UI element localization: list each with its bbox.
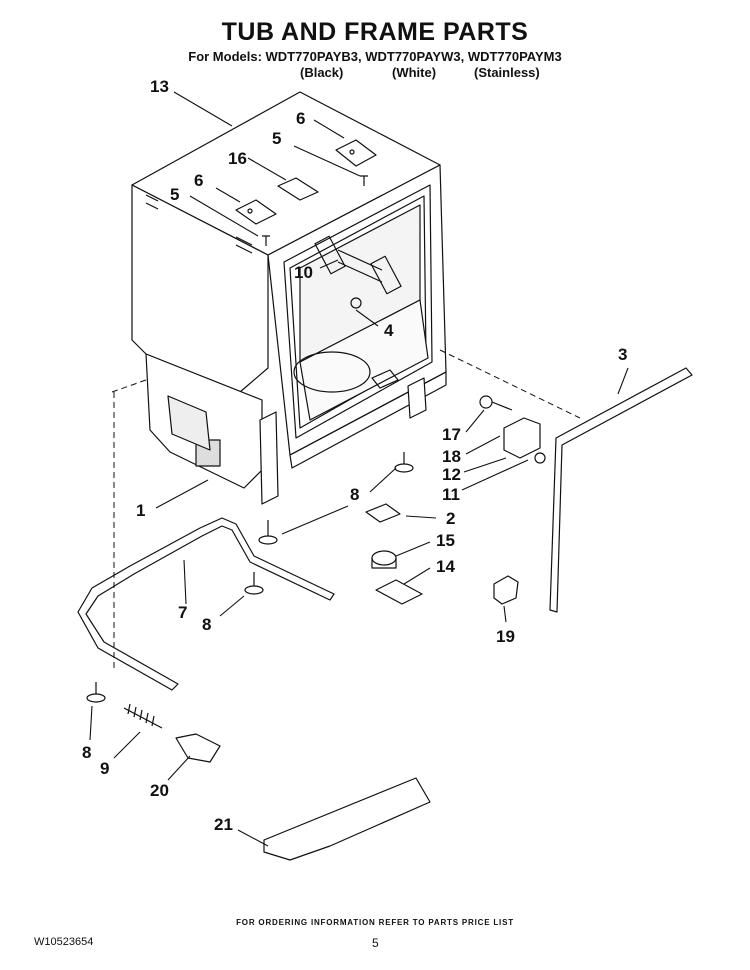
callout-8c: 8	[82, 743, 91, 762]
callout-9: 9	[100, 759, 109, 778]
callout-6b: 6	[194, 171, 203, 190]
tub-assembly	[131, 91, 447, 505]
callout-16: 16	[228, 149, 247, 168]
toe-panel-cover	[263, 777, 431, 861]
callout-12: 12	[442, 465, 461, 484]
page-number: 5	[372, 936, 379, 950]
bracket-part-16	[277, 177, 319, 201]
callout-8b: 8	[202, 615, 211, 634]
sensor-part-15	[371, 550, 397, 569]
variant-white: (White)	[392, 65, 437, 80]
variant-stainless: (Stainless)	[474, 65, 540, 80]
callout-6a: 6	[296, 109, 305, 128]
spring	[123, 703, 163, 729]
callout-8a: 8	[350, 485, 359, 504]
callout-2: 2	[446, 509, 455, 528]
hinge-plate-left	[235, 199, 277, 225]
bracket-part-2	[365, 503, 401, 523]
callout-21: 21	[214, 815, 233, 834]
foot-bolt-17	[479, 395, 513, 411]
callout-19: 19	[496, 627, 515, 646]
leader-lines	[89, 91, 629, 847]
document-number: W10523654	[34, 936, 94, 948]
variant-black: (Black)	[300, 65, 344, 80]
callout-18: 18	[442, 447, 461, 466]
callout-15: 15	[436, 531, 455, 550]
callout-20: 20	[150, 781, 169, 800]
door-gasket	[549, 367, 693, 613]
callout-4: 4	[384, 321, 394, 340]
bracket-part-14	[375, 579, 423, 605]
callout-10: 10	[294, 263, 313, 282]
alignment-lines	[111, 349, 581, 668]
base-seal	[77, 517, 335, 691]
callout-5a: 5	[272, 129, 281, 148]
hinge-plate-upper	[335, 139, 377, 167]
callout-13: 13	[150, 77, 169, 96]
page-title: TUB AND FRAME PARTS	[221, 18, 529, 46]
clip-18-12	[503, 417, 546, 464]
callout-5b: 5	[170, 185, 179, 204]
callout-7: 7	[178, 603, 187, 622]
callout-17: 17	[442, 425, 461, 444]
ordering-note: FOR ORDERING INFORMATION REFER TO PARTS …	[236, 918, 514, 927]
pad	[175, 733, 221, 763]
clip-part-19	[493, 575, 519, 605]
callout-3: 3	[618, 345, 627, 364]
callout-1: 1	[136, 501, 145, 520]
callout-11: 11	[442, 485, 460, 504]
models-line: For Models: WDT770PAYB3, WDT770PAYW3, WD…	[188, 49, 562, 64]
callout-14: 14	[436, 557, 455, 576]
screws	[262, 175, 368, 309]
leveling-feet	[86, 452, 414, 703]
